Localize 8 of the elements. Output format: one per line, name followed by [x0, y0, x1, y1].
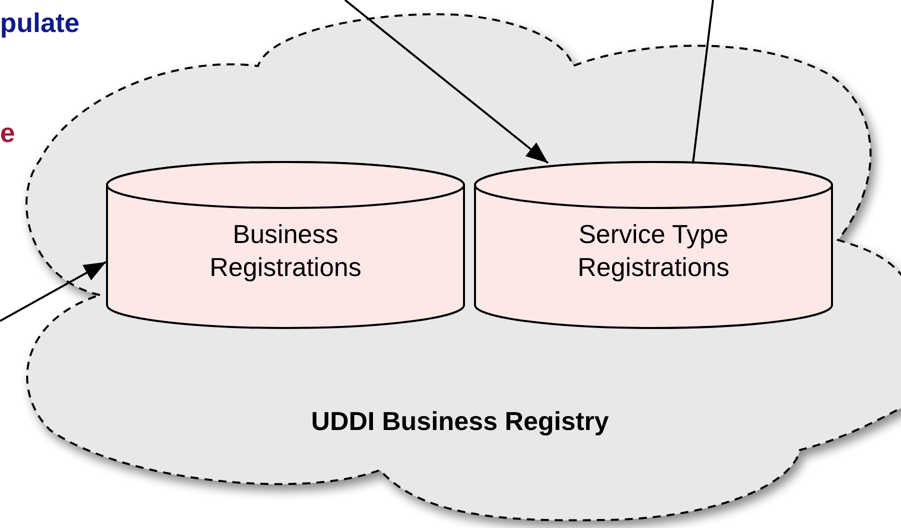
arrow [344, 0, 549, 164]
arrow [0, 261, 106, 322]
database-label: Business Registrations [208, 218, 362, 283]
connector-line [692, 0, 714, 164]
registry-title: UDDI Business Registry [310, 405, 610, 438]
heading-text: pulate [0, 8, 80, 39]
heading-text: e [0, 118, 16, 149]
database-label: Service Type Registrations [576, 218, 730, 283]
